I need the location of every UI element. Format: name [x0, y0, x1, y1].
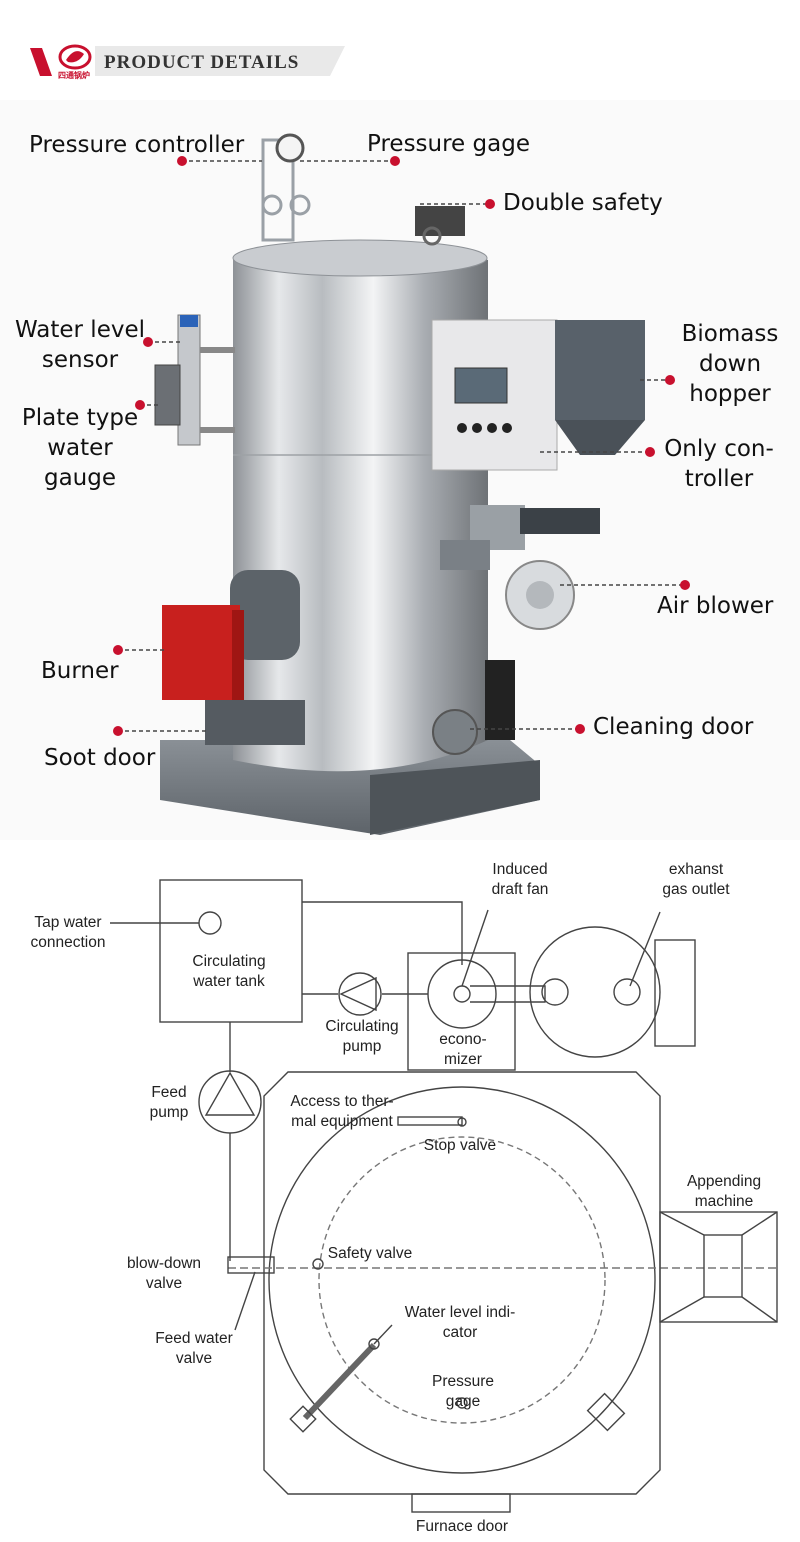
feed-pump [198, 1070, 262, 1134]
label-blowdown-valve: blow-down valve [126, 1255, 202, 1292]
label-economizer: econo- mizer [439, 1031, 487, 1068]
leader-dots [113, 156, 690, 736]
blowdown-pipe [227, 1256, 275, 1274]
circulating-pump [338, 972, 382, 1016]
water-level-indicator [289, 1405, 317, 1433]
label-pressure-controller: Pressure controller [29, 132, 245, 158]
exhaust-gas-outlet [529, 926, 661, 1058]
label-burner: Burner [41, 658, 119, 684]
label-feed-pump: Feed pump [149, 1084, 189, 1121]
label-feed-water-valve: Feed water valve [155, 1330, 233, 1367]
label-furnace-door: Furnace door [415, 1518, 509, 1535]
label-pressure-gage: Pressure gage [367, 131, 530, 157]
label-air-blower: Air blower [657, 593, 774, 619]
thermal-access-pipe [397, 1116, 463, 1126]
furnace-outline [263, 1071, 661, 1495]
label-plate-type-gauge: Plate type water gauge [21, 405, 139, 491]
header-banner-graphic [30, 46, 345, 76]
brand-logo-icon [58, 44, 92, 70]
furnace-door [411, 1493, 511, 1513]
water-level-sensor-column [177, 314, 201, 446]
title-band [95, 46, 345, 76]
label-induced-draft-fan: Induced draft fan [491, 861, 549, 898]
tap-water-inlet [198, 911, 222, 935]
label-access-thermal: Access to ther- mal equipment [290, 1093, 394, 1130]
label-only-controller: Only con- troller [664, 436, 774, 492]
boiler-schematic-section: Induced draft fan exhanst gas outlet Tap… [0, 840, 800, 1542]
label-tap-water-connection: Tap water connection [30, 914, 106, 951]
label-water-level-sensor: Water level sensor [15, 317, 145, 373]
label-cleaning-door: Cleaning door [593, 714, 754, 740]
page-title: PRODUCT DETAILS [104, 52, 300, 73]
header-banner: 四通锅炉 PRODUCT DETAILS [0, 0, 800, 100]
soot-door [205, 700, 305, 745]
label-circulating-pump: Circulating pump [325, 1018, 399, 1055]
furnace-drum [268, 1086, 656, 1474]
label-biomass-hopper: Biomass down hopper [681, 321, 779, 407]
cleaning-door [432, 709, 478, 755]
label-stop-valve: Stop valve [423, 1137, 497, 1154]
red-stripe-icon [30, 48, 52, 76]
induced-draft-fan [427, 959, 497, 1029]
boiler-photo-section: Pressure controller Pressure gage Double… [0, 100, 800, 840]
pressure-gage-point [456, 1397, 468, 1409]
pressure-gauge-dial [275, 133, 305, 163]
biomass-hopper [555, 320, 645, 420]
plate-water-gauge [154, 364, 181, 426]
label-circulating-water-tank: Circulating water tank [192, 953, 266, 990]
boiler-schematic [110, 879, 780, 1513]
label-pressure-gage-diagram: Pressure gage [431, 1373, 495, 1410]
label-exhaust-gas-outlet: exhanst gas outlet [662, 861, 730, 898]
boiler-illustration [0, 100, 800, 840]
label-safety-valve: Safety valve [327, 1245, 413, 1262]
label-soot-door: Soot door [44, 745, 156, 771]
brand-chinese-name: 四通锅炉 [58, 71, 90, 80]
economizer-housing [407, 952, 516, 1071]
leader-lines [118, 160, 685, 732]
label-water-level-indicator: Water level indi- cator [404, 1304, 516, 1341]
label-appending-machine: Appending machine [686, 1173, 762, 1210]
label-double-safety: Double safety [503, 190, 663, 216]
circulating-water-tank [159, 879, 303, 1023]
burner-unit [162, 605, 240, 700]
